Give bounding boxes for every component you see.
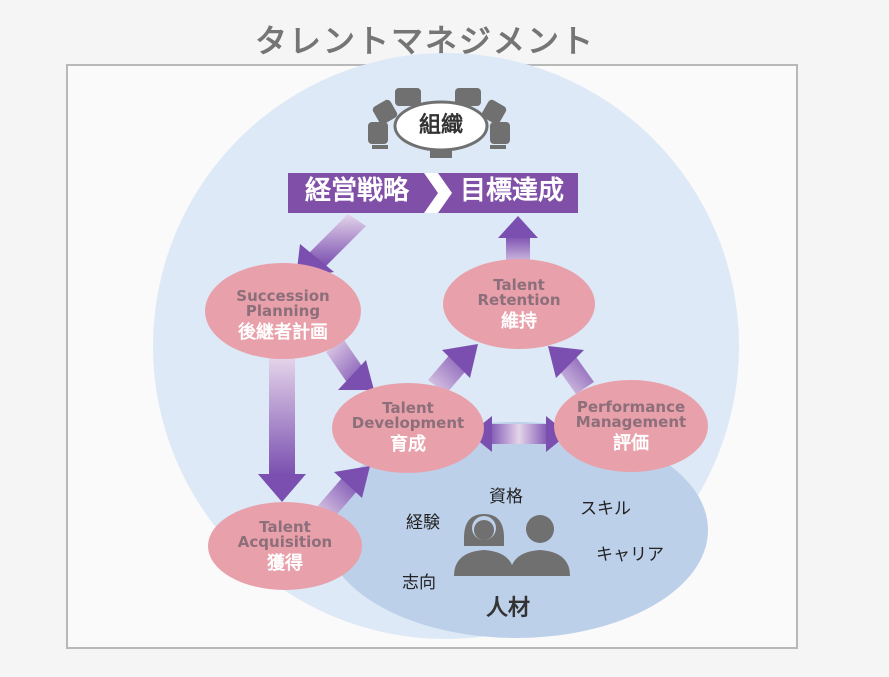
- development-label: Talent Development 育成: [333, 401, 483, 454]
- development-jp: 育成: [390, 434, 426, 455]
- development-en-line2: Development: [351, 414, 465, 432]
- retention-jp: 維持: [501, 311, 537, 332]
- acquisition-en-line1: Talent: [259, 518, 311, 536]
- strategy-chevron-icon: [424, 173, 452, 213]
- people-icon: [454, 514, 570, 576]
- arrow-performance-to-retention: [548, 346, 594, 394]
- retention-label: Talent Retention 維持: [449, 278, 589, 331]
- node-talent-retention: [443, 259, 595, 349]
- arrow-succession-to-acquisition: [258, 358, 306, 502]
- acquisition-en-line2: Acquisition: [237, 533, 333, 551]
- arrow-succession-to-development: [326, 340, 374, 390]
- attribute-skill: スキル: [580, 499, 631, 519]
- succession-label: Succession Planning 後継者計画: [213, 289, 353, 342]
- attribute-career: キャリア: [596, 545, 664, 565]
- performance-en-line2: Management: [575, 413, 687, 431]
- attribute-orientation: 志向: [402, 573, 436, 593]
- talent-pool-area: [324, 422, 708, 638]
- succession-jp: 後継者計画: [238, 322, 328, 343]
- strategy-right-label: 目標達成: [459, 176, 564, 206]
- organization-label: 組織: [418, 113, 463, 138]
- acquisition-label: Talent Acquisition 獲得: [215, 520, 355, 573]
- node-talent-acquisition: [208, 502, 362, 590]
- talent-pool-label: 人材: [486, 596, 531, 621]
- performance-jp: 評価: [613, 433, 649, 454]
- strategy-left-label: 経営戦略: [304, 176, 409, 206]
- node-performance-management: [554, 380, 708, 472]
- performance-en-line1: Performance: [576, 398, 686, 416]
- arrow-development-to-retention: [428, 344, 478, 394]
- node-talent-development: [332, 383, 484, 473]
- succession-en-line1: Succession: [236, 287, 330, 305]
- acquisition-jp: 獲得: [267, 553, 303, 574]
- performance-label: Performance Management 評価: [556, 400, 706, 453]
- retention-en-line1: Talent: [493, 276, 545, 294]
- meeting-table-icon: [368, 88, 510, 158]
- node-succession-planning: [205, 263, 361, 359]
- page-title: タレントマネジメント: [254, 22, 595, 60]
- retention-en-line2: Retention: [477, 291, 561, 309]
- attribute-qualification: 資格: [489, 487, 523, 507]
- development-en-line1: Talent: [382, 399, 434, 417]
- succession-en-line2: Planning: [245, 302, 321, 320]
- attribute-experience: 経験: [406, 513, 440, 533]
